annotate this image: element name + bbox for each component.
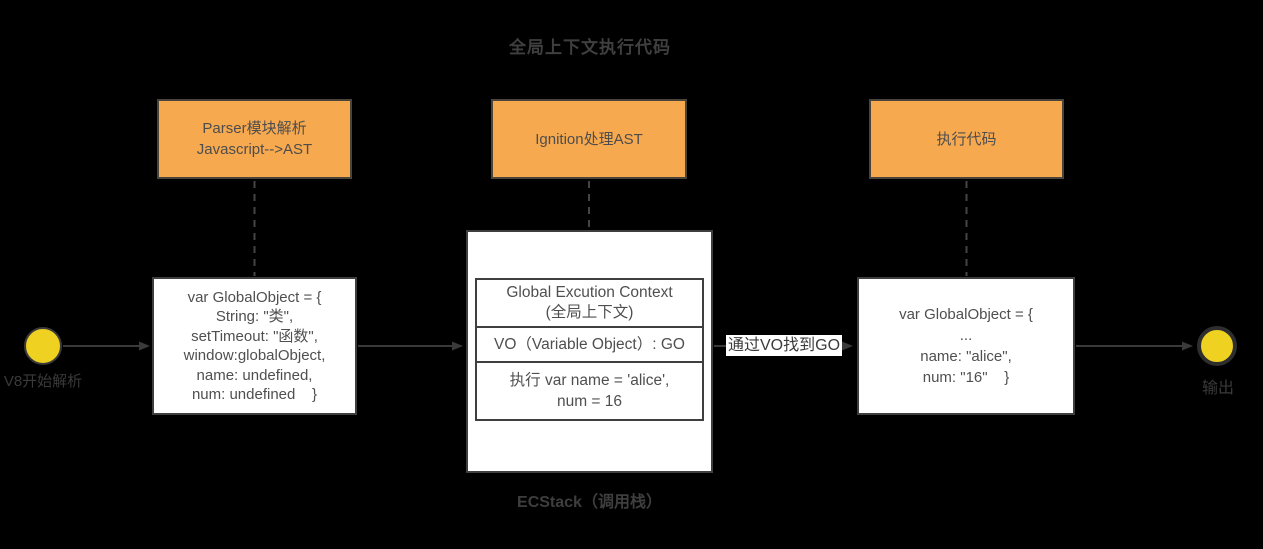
code-line: var GlobalObject = { [187,288,322,306]
execution-row: 执行 var name = 'alice', num = 16 [477,363,702,419]
global-object-initial-box: var GlobalObject = { String: "类", setTim… [152,277,357,415]
code-line: num: "16" } [922,369,1010,386]
code-line: name: undefined, [196,366,313,384]
stage-box-parser-line1: Parser模块解析 [202,120,307,137]
ec-stack-inner-box: Global Excution Context (全局上下文) VO（Varia… [475,278,704,421]
gec-header-line2: (全局上下文) [545,304,634,321]
gec-header-line1: Global Excution Context [506,284,673,301]
global-execution-context-header: Global Excution Context (全局上下文) [477,280,702,328]
stage-box-ignition: Ignition处理AST [491,99,687,179]
code-line: var GlobalObject = { [899,306,1033,323]
stage-box-execute-line1: 执行代码 [936,130,997,148]
stage-box-parser-line2: Javascript-->AST [196,141,313,158]
diagram-title: 全局上下文执行代码 [509,38,671,57]
start-node-circle [24,327,62,365]
stage-box-execute: 执行代码 [869,99,1064,179]
code-line: name: "alice", [920,348,1012,365]
code-line: ... [959,327,973,344]
execution-row-line1: 执行 var name = 'alice', [509,372,670,389]
execution-row-line2: num = 16 [556,393,623,410]
code-line: window:globalObject, [183,347,326,364]
stage-box-ignition-line1: Ignition处理AST [535,130,643,148]
stage-box-parser: Parser模块解析 Javascript-->AST [157,99,352,179]
end-node-label: 输出 [1201,380,1234,397]
end-node-circle [1197,326,1237,366]
code-line: num: undefined } [191,386,318,403]
global-object-final-box: var GlobalObject = { ... name: "alice", … [857,277,1075,415]
start-node-label: V8开始解析 [3,373,83,390]
code-line: setTimeout: "函数", [191,327,318,345]
variable-object-row: VO（Variable Object）: GO [477,328,702,363]
ec-stack-outer-box: Global Excution Context (全局上下文) VO（Varia… [466,230,713,473]
ec-stack-caption: ECStack（调用栈） [517,494,662,511]
code-line: String: "类", [215,308,294,325]
flow-label-vo-to-go: 通过VO找到GO [726,335,843,356]
